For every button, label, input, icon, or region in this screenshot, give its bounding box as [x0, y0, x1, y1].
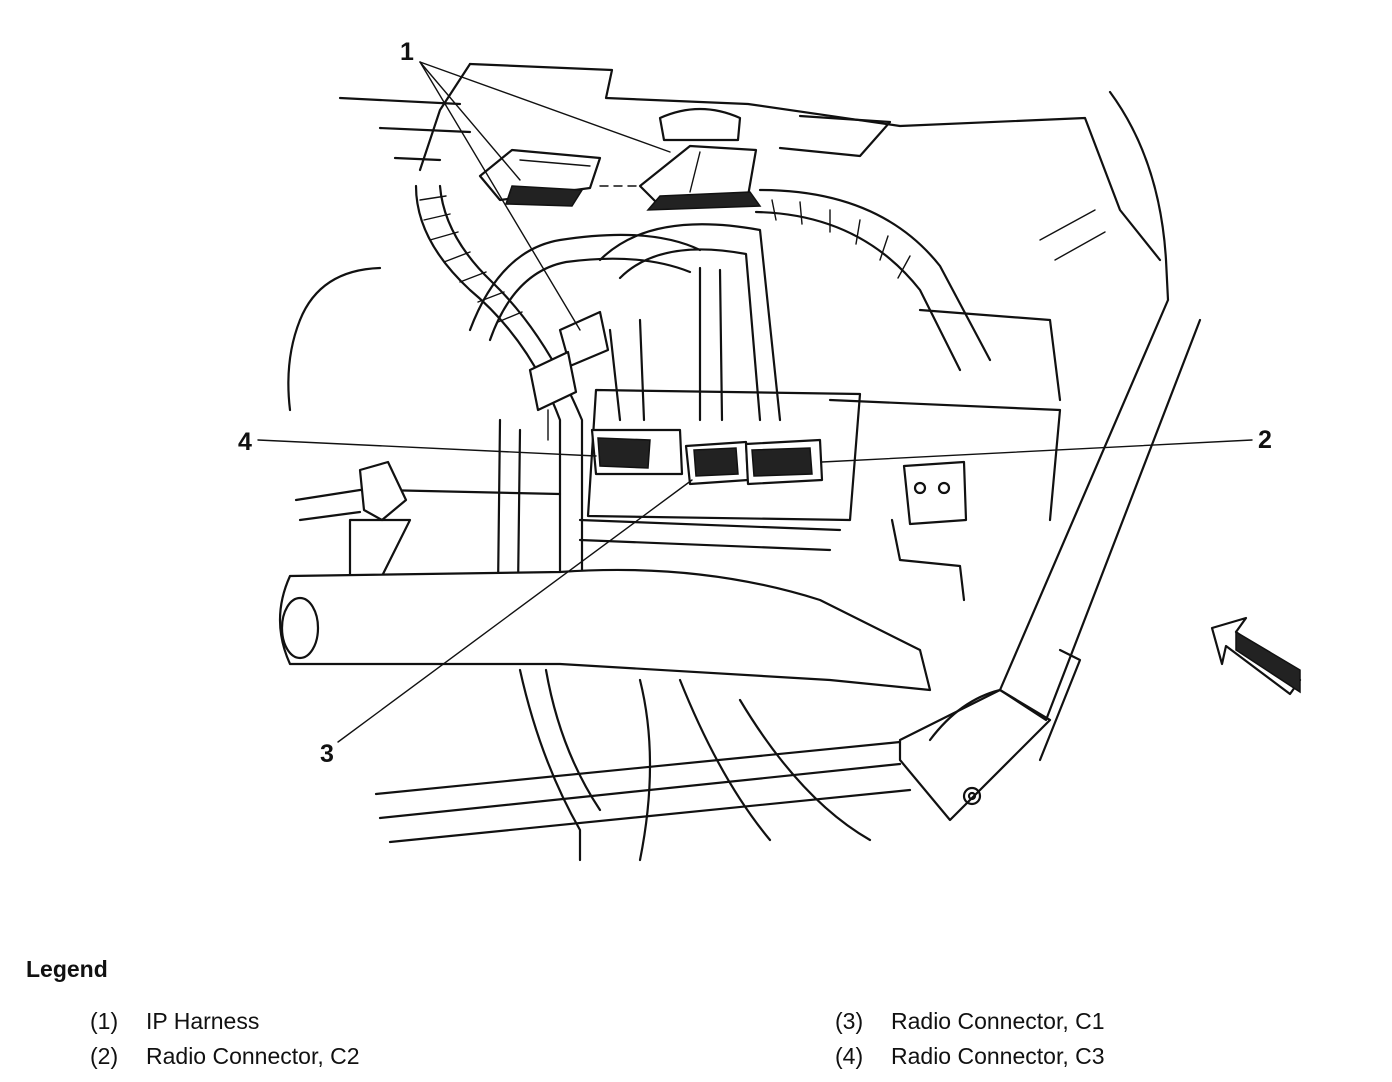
legend-item-label: IP Harness: [146, 1008, 260, 1034]
radio-connector-illustration: 1 2 3 4: [238, 38, 1302, 862]
lower-trim-rail: [374, 740, 912, 844]
radio-connector-c2: [744, 438, 824, 486]
lower-support: [518, 668, 872, 862]
dash-upper-carrier: [338, 62, 1162, 262]
pigtail-connector: [528, 310, 610, 441]
callout-3: 3: [320, 740, 334, 768]
top-left-connector: [478, 148, 602, 207]
legend-item-label: Radio Connector, C3: [891, 1043, 1105, 1069]
radio-connector-c3: [590, 428, 684, 476]
callout-1: 1: [400, 38, 414, 66]
legend-item-1: (1) IP Harness: [90, 1008, 259, 1035]
legend-item-number: (3): [835, 1008, 864, 1034]
radio-connector-c1: [684, 440, 750, 486]
cross-car-beam: [278, 518, 932, 692]
side-clip: [890, 460, 968, 602]
callout-4: 4: [238, 428, 252, 456]
legend-item-number: (2): [90, 1043, 119, 1069]
legend-item-label: Radio Connector, C1: [891, 1008, 1105, 1034]
side-pillar: [898, 90, 1202, 822]
leader-lines: [257, 61, 1253, 743]
legend-item-3: (3) Radio Connector, C1: [835, 1008, 1105, 1035]
legend-item-number: (4): [835, 1043, 864, 1069]
callout-2: 2: [1258, 426, 1272, 454]
radio-chassis: [586, 308, 1062, 522]
top-right-connector: [638, 144, 762, 211]
ip-harness-wrap: [414, 184, 992, 592]
legend-title: Legend: [26, 956, 108, 982]
legend-item-4: (4) Radio Connector, C3: [835, 1043, 1105, 1070]
legend-item-label: Radio Connector, C2: [146, 1043, 360, 1069]
view-direction-arrow-icon: [1210, 616, 1302, 696]
legend-item-number: (1): [90, 1008, 119, 1034]
legend-item-2: (2) Radio Connector, C2: [90, 1043, 360, 1070]
